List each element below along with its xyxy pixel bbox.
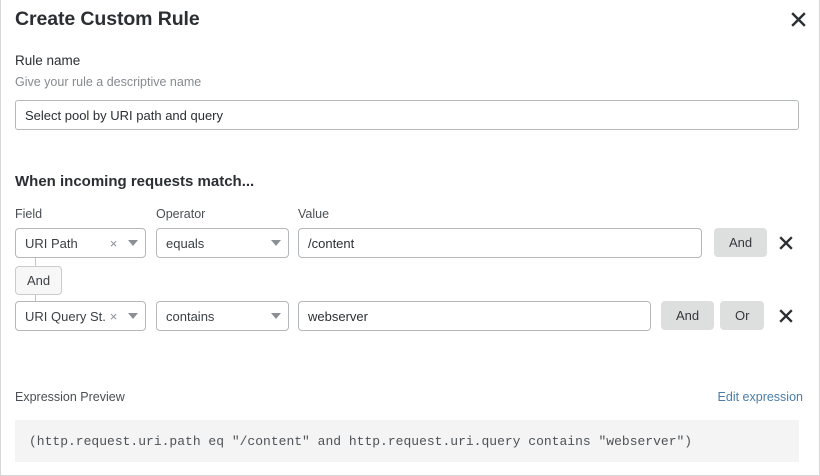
operator-select-1-value: equals [166,235,205,251]
close-icon-glyph [790,11,806,27]
field-select-2-clear-icon[interactable]: × [109,308,118,324]
chevron-down-icon[interactable] [121,240,145,246]
chevron-down-icon[interactable] [264,240,288,246]
close-icon [779,235,793,250]
column-header-value: Value [298,207,330,221]
delete-condition-button-2[interactable] [775,301,797,330]
column-header-operator: Operator [156,207,206,221]
or-button-2[interactable]: Or [720,301,765,330]
operator-select-2[interactable]: contains [156,301,289,331]
connector-line-top [35,258,36,266]
chevron-down-icon[interactable] [121,313,145,319]
expression-preview-label: Expression Preview [15,390,125,404]
operator-select-1[interactable]: equals [156,228,289,258]
condition-row: URI Query St... × contains And Or [1,301,819,331]
match-section-heading: When incoming requests match... [15,173,255,190]
and-button-1[interactable]: And [714,228,768,257]
field-select-2[interactable]: URI Query St... × [15,301,146,331]
column-header-field: Field [15,207,43,221]
edit-expression-link[interactable]: Edit expression [717,390,803,404]
connector-line-bottom [35,295,36,303]
rule-name-label: Rule name [15,53,81,68]
expression-preview-box: (http.request.uri.path eq "/content" and… [15,420,799,462]
close-icon[interactable] [786,7,810,31]
condition-connector: And [15,258,135,303]
condition-row: URI Path × equals And [1,228,819,258]
connector-and-button[interactable]: And [15,266,63,295]
field-select-2-value: URI Query St... [25,308,106,324]
value-input-1[interactable] [298,228,702,258]
operator-select-2-value: contains [166,308,215,324]
expression-preview-text: (http.request.uri.path eq "/content" and… [29,433,693,449]
rule-name-help: Give your rule a descriptive name [15,75,202,89]
and-button-2[interactable]: And [661,301,715,330]
delete-condition-button-1[interactable] [775,228,797,257]
field-select-1[interactable]: URI Path × [15,228,146,258]
rule-name-input[interactable] [15,100,799,130]
close-icon [779,308,793,323]
field-select-1-value: URI Path [25,235,78,251]
field-select-1-clear-icon[interactable]: × [109,235,118,251]
chevron-down-icon[interactable] [264,313,288,319]
value-input-2[interactable] [298,301,651,331]
dialog-title: Create Custom Rule [15,8,200,30]
